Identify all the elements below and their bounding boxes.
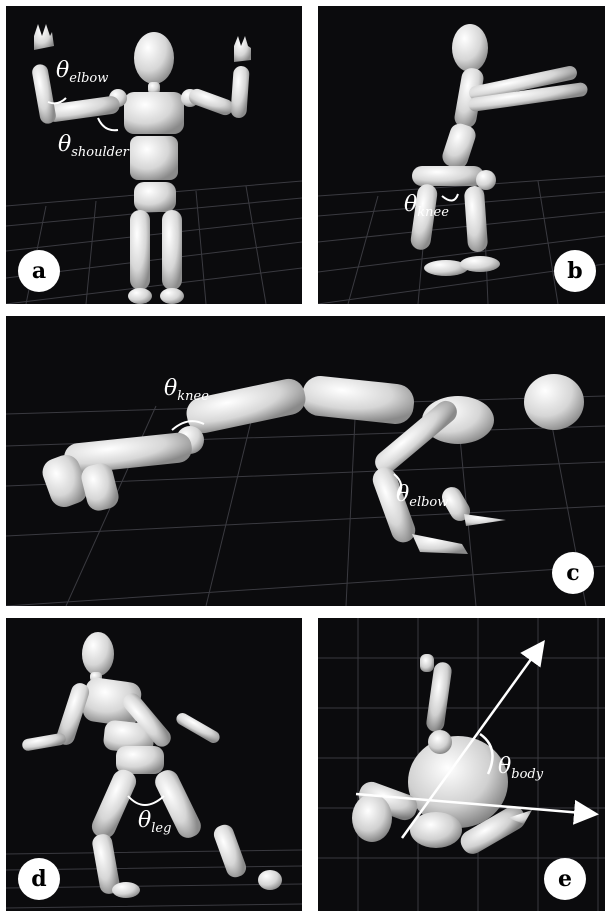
panel-c: θknee θelbow c bbox=[6, 316, 605, 606]
leg-angle-arc bbox=[128, 796, 164, 805]
panel-e: θbody e bbox=[318, 618, 605, 911]
mannequin-pushup-illustration bbox=[6, 316, 605, 606]
panel-b: θknee b bbox=[318, 6, 605, 304]
theta-knee-label: θknee bbox=[164, 376, 209, 401]
theta-elbow-label: θelbow bbox=[56, 58, 108, 83]
mannequin-figure bbox=[410, 24, 589, 276]
panel-badge-b: b bbox=[554, 250, 596, 292]
theta-shoulder-label: θshoulder bbox=[58, 132, 129, 157]
theta-knee-label: θknee bbox=[404, 192, 449, 217]
panel-badge-c: c bbox=[552, 552, 594, 594]
panel-badge-e: e bbox=[544, 858, 586, 900]
theta-elbow-label: θelbow bbox=[396, 482, 448, 507]
theta-body-label: θbody bbox=[498, 754, 543, 779]
panel-d: θleg d bbox=[6, 618, 302, 911]
panel-badge-d: d bbox=[18, 858, 60, 900]
theta-leg-label: θleg bbox=[138, 808, 171, 833]
panel-a: θelbow θshoulder a bbox=[6, 6, 302, 304]
mannequin-figure bbox=[21, 632, 282, 898]
mannequin-figure bbox=[39, 374, 584, 554]
panel-badge-a: a bbox=[18, 250, 60, 292]
